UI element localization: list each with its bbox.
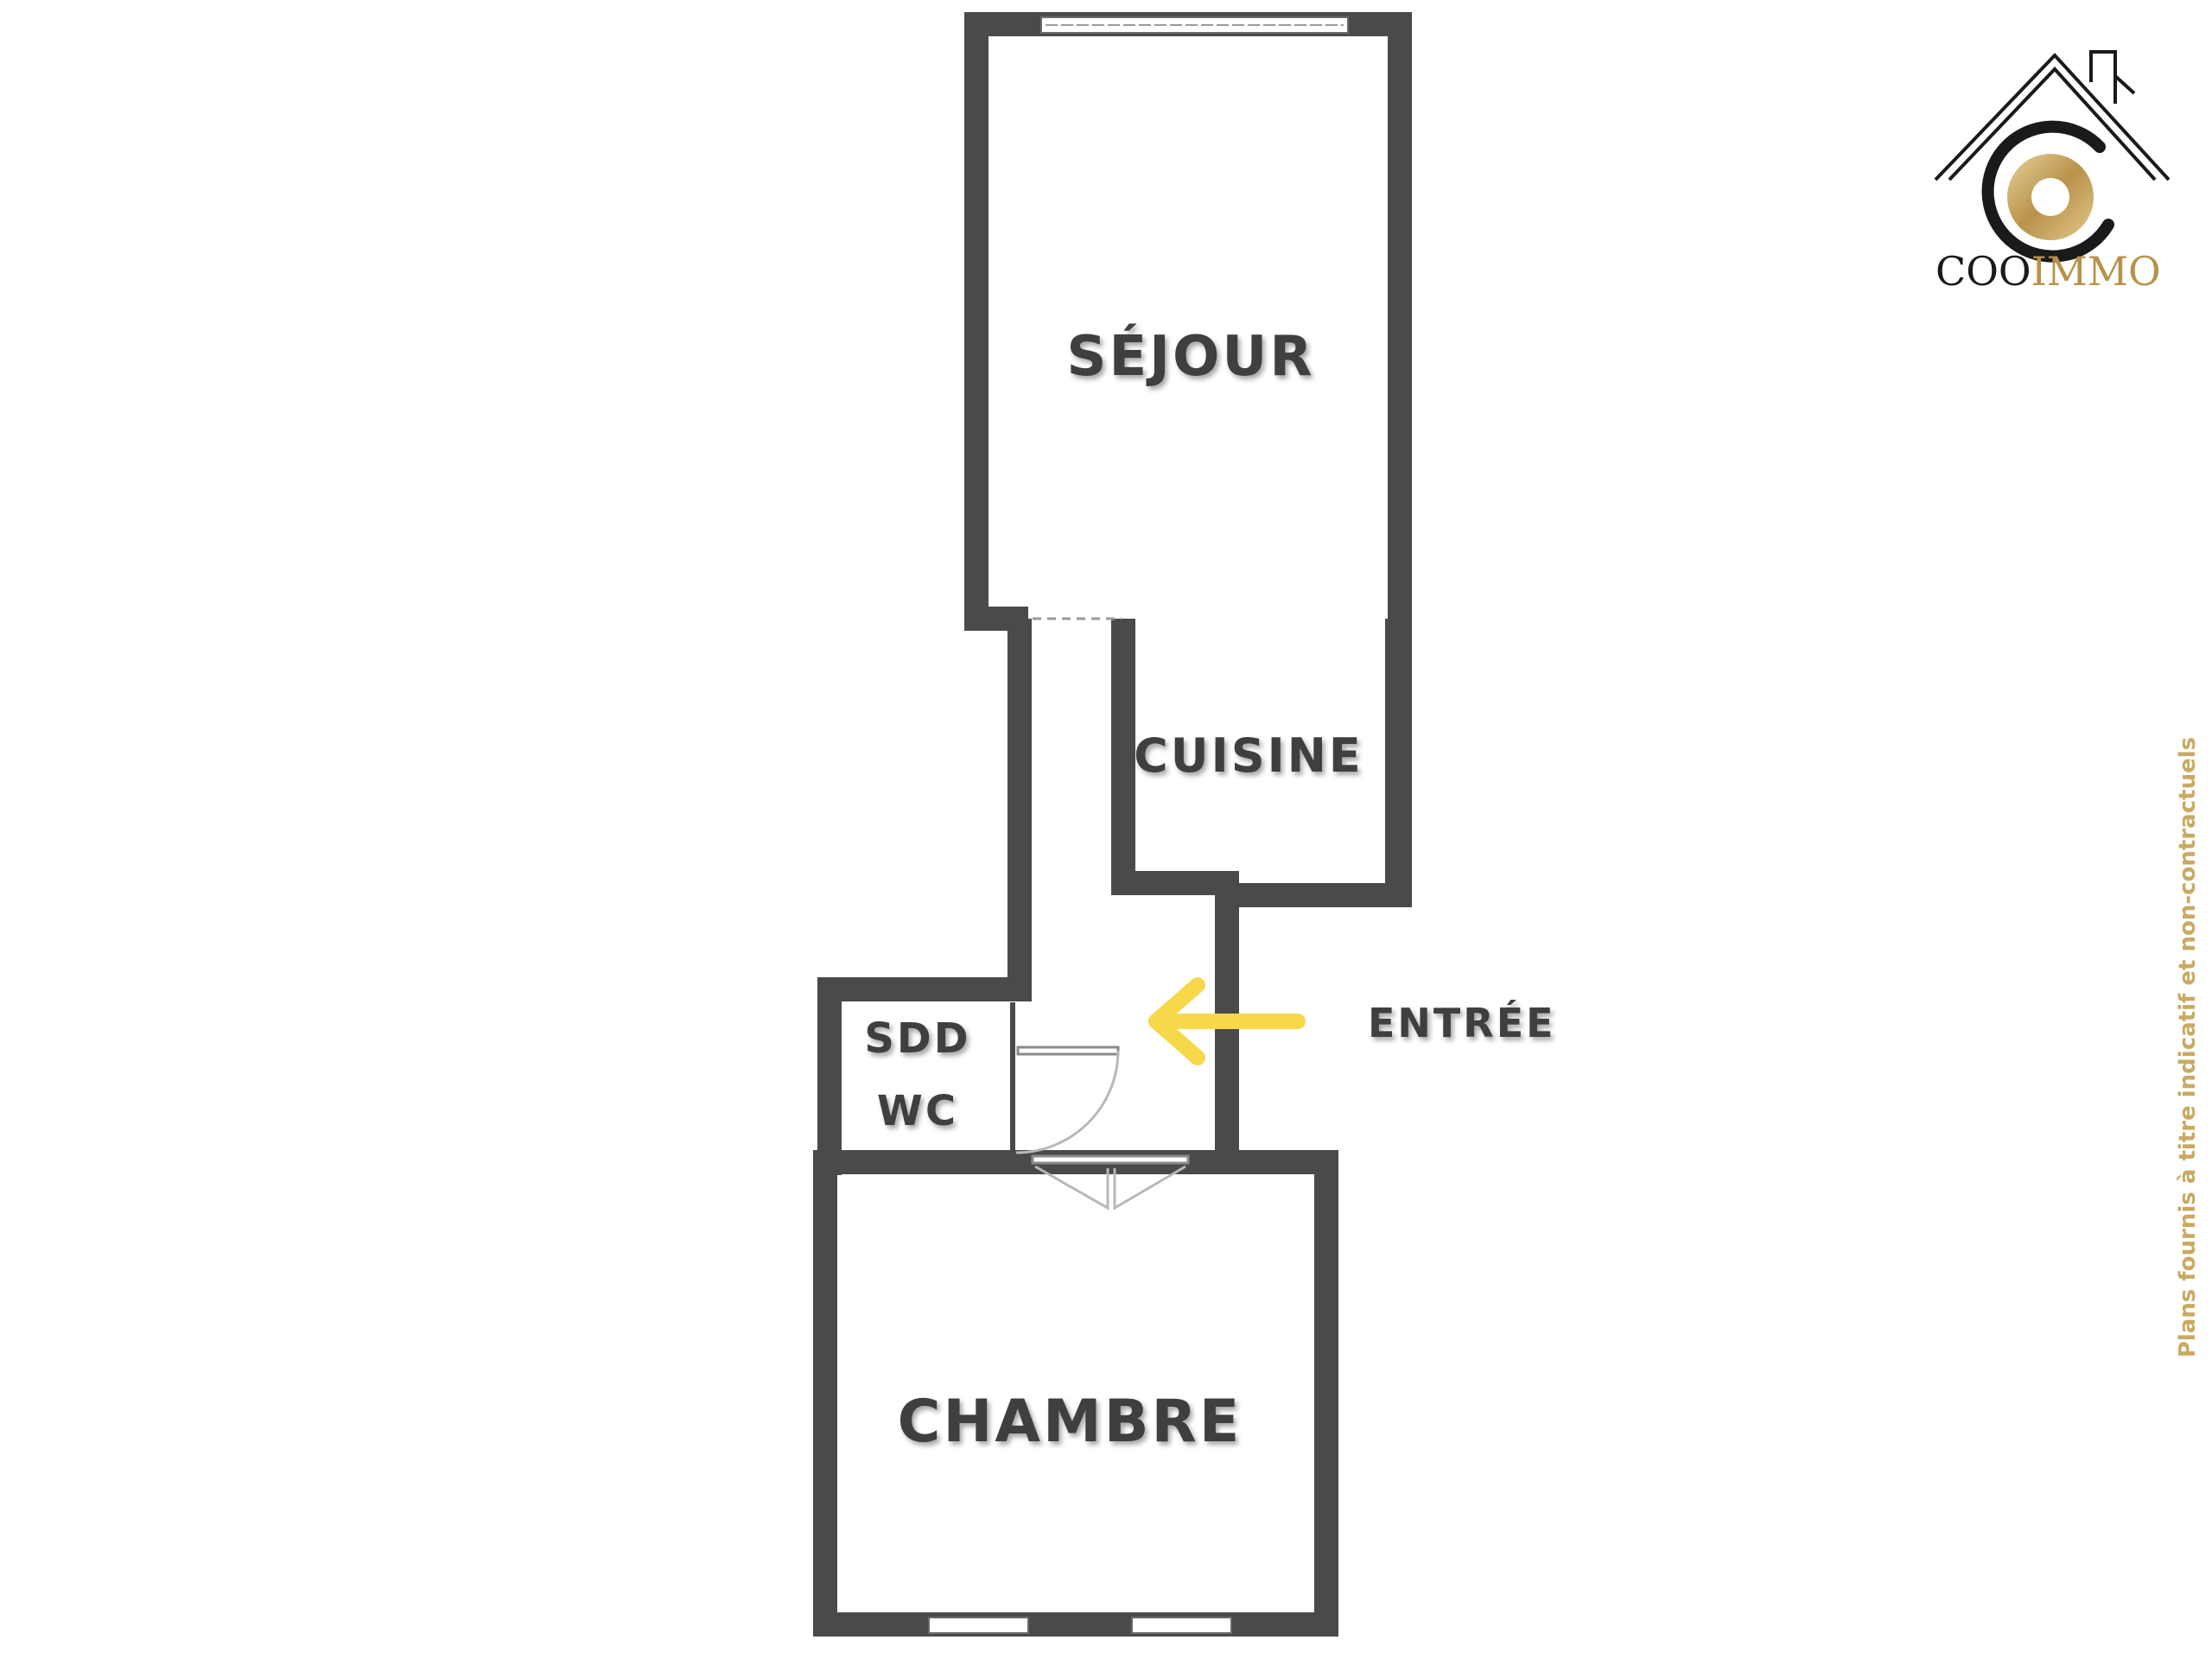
- sdd-door-swing: [1015, 1050, 1120, 1154]
- sdd-door: [1016, 1046, 1120, 1056]
- walls: [813, 12, 1412, 1637]
- room-label-wc: WC: [877, 1087, 958, 1135]
- window-chambre-right: [1131, 1617, 1232, 1634]
- brand-name: COOIMMO: [1936, 248, 2161, 295]
- chambre-door-swing-right: [1113, 1165, 1186, 1211]
- gold-ring-icon: [2007, 154, 2094, 240]
- entrance-arrow-icon: [1148, 977, 1306, 1065]
- chambre-door: [1031, 1154, 1190, 1165]
- room-label-chambre: CHAMBRE: [898, 1388, 1243, 1456]
- brand-name-dark: COO: [1936, 248, 2031, 295]
- brand-logo: COOIMMO: [1934, 50, 2171, 295]
- disclaimer-note: Plans fournis à titre indicatif et non-c…: [2175, 737, 2201, 1357]
- house-roof-icon: [1934, 50, 2171, 181]
- dark-c-icon: [1981, 120, 2114, 263]
- brand-name-gold: IMMO: [2031, 248, 2161, 295]
- entrance-label: ENTRÉE: [1368, 1000, 1556, 1046]
- sejour-wall: [964, 12, 1412, 907]
- doors: [1015, 1046, 1190, 1211]
- room-label-sejour: SÉJOUR: [1066, 323, 1314, 389]
- chambre-door-swing-left: [1034, 1165, 1109, 1211]
- room-label-sdd: SDD: [864, 1014, 970, 1063]
- room-label-cuisine: CUISINE: [1134, 728, 1363, 783]
- window-chambre-left: [928, 1617, 1029, 1634]
- interior-walls: [836, 619, 1390, 1165]
- corridor-left-wall: [817, 619, 1032, 1175]
- windows: [928, 16, 1349, 1634]
